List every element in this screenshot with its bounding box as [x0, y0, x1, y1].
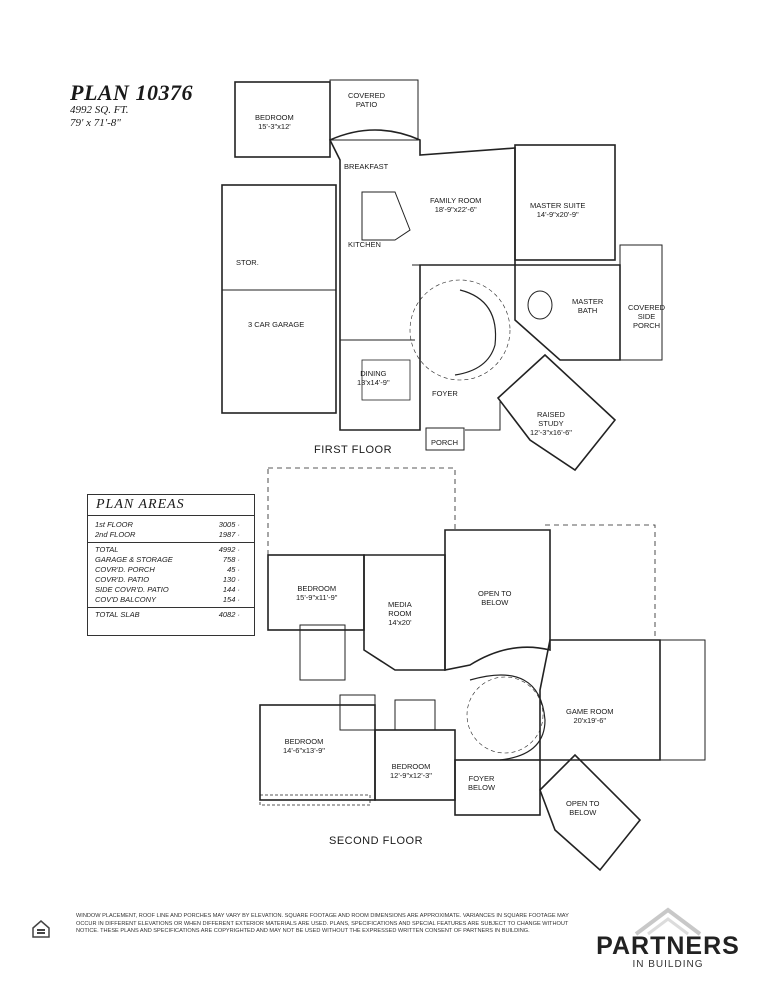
first-floor-caption: FIRST FLOOR: [314, 444, 393, 456]
sf-open-to-below-1-label: OPEN TO BELOW: [478, 589, 512, 607]
ff-covered-patio-label: COVERED PATIO: [348, 91, 386, 109]
plan-areas-heading: PLAN AREAS: [88, 495, 254, 516]
brand-tagline: IN BUILDING: [632, 959, 704, 970]
ff-foyer-label: FOYER: [432, 389, 458, 398]
plan-title: PLAN 10376: [70, 80, 193, 105]
second-floor-caption: SECOND FLOOR: [329, 835, 424, 847]
ff-garage-label: 3 CAR GARAGE: [248, 320, 305, 329]
disclaimer-text: Window placement, roof line and porches …: [76, 913, 569, 934]
ff-storage-label: STOR.: [236, 258, 259, 267]
plan-dimensions: 79' x 71'-8": [70, 117, 121, 129]
ff-breakfast-label: BREAKFAST: [344, 162, 389, 171]
sf-foyer-below-label: FOYER BELOW: [468, 774, 496, 792]
sf-open-to-below-2-label: OPEN TO BELOW: [566, 799, 600, 817]
ff-porch-label: PORCH: [431, 438, 459, 447]
ff-master-bath-label: MASTER BATH: [572, 297, 604, 315]
ff-covered-side-porch-label: COVERED SIDE PORCH: [628, 303, 666, 330]
plan-square-footage: 4992 SQ. FT.: [70, 104, 129, 116]
partners-logo: PARTNERS IN BUILDING: [596, 906, 740, 970]
equal-housing-icon: [30, 918, 52, 940]
brand-name: PARTNERS: [596, 932, 740, 960]
roof-logo-icon: [634, 907, 702, 936]
ff-kitchen-label: KITCHEN: [348, 240, 381, 249]
